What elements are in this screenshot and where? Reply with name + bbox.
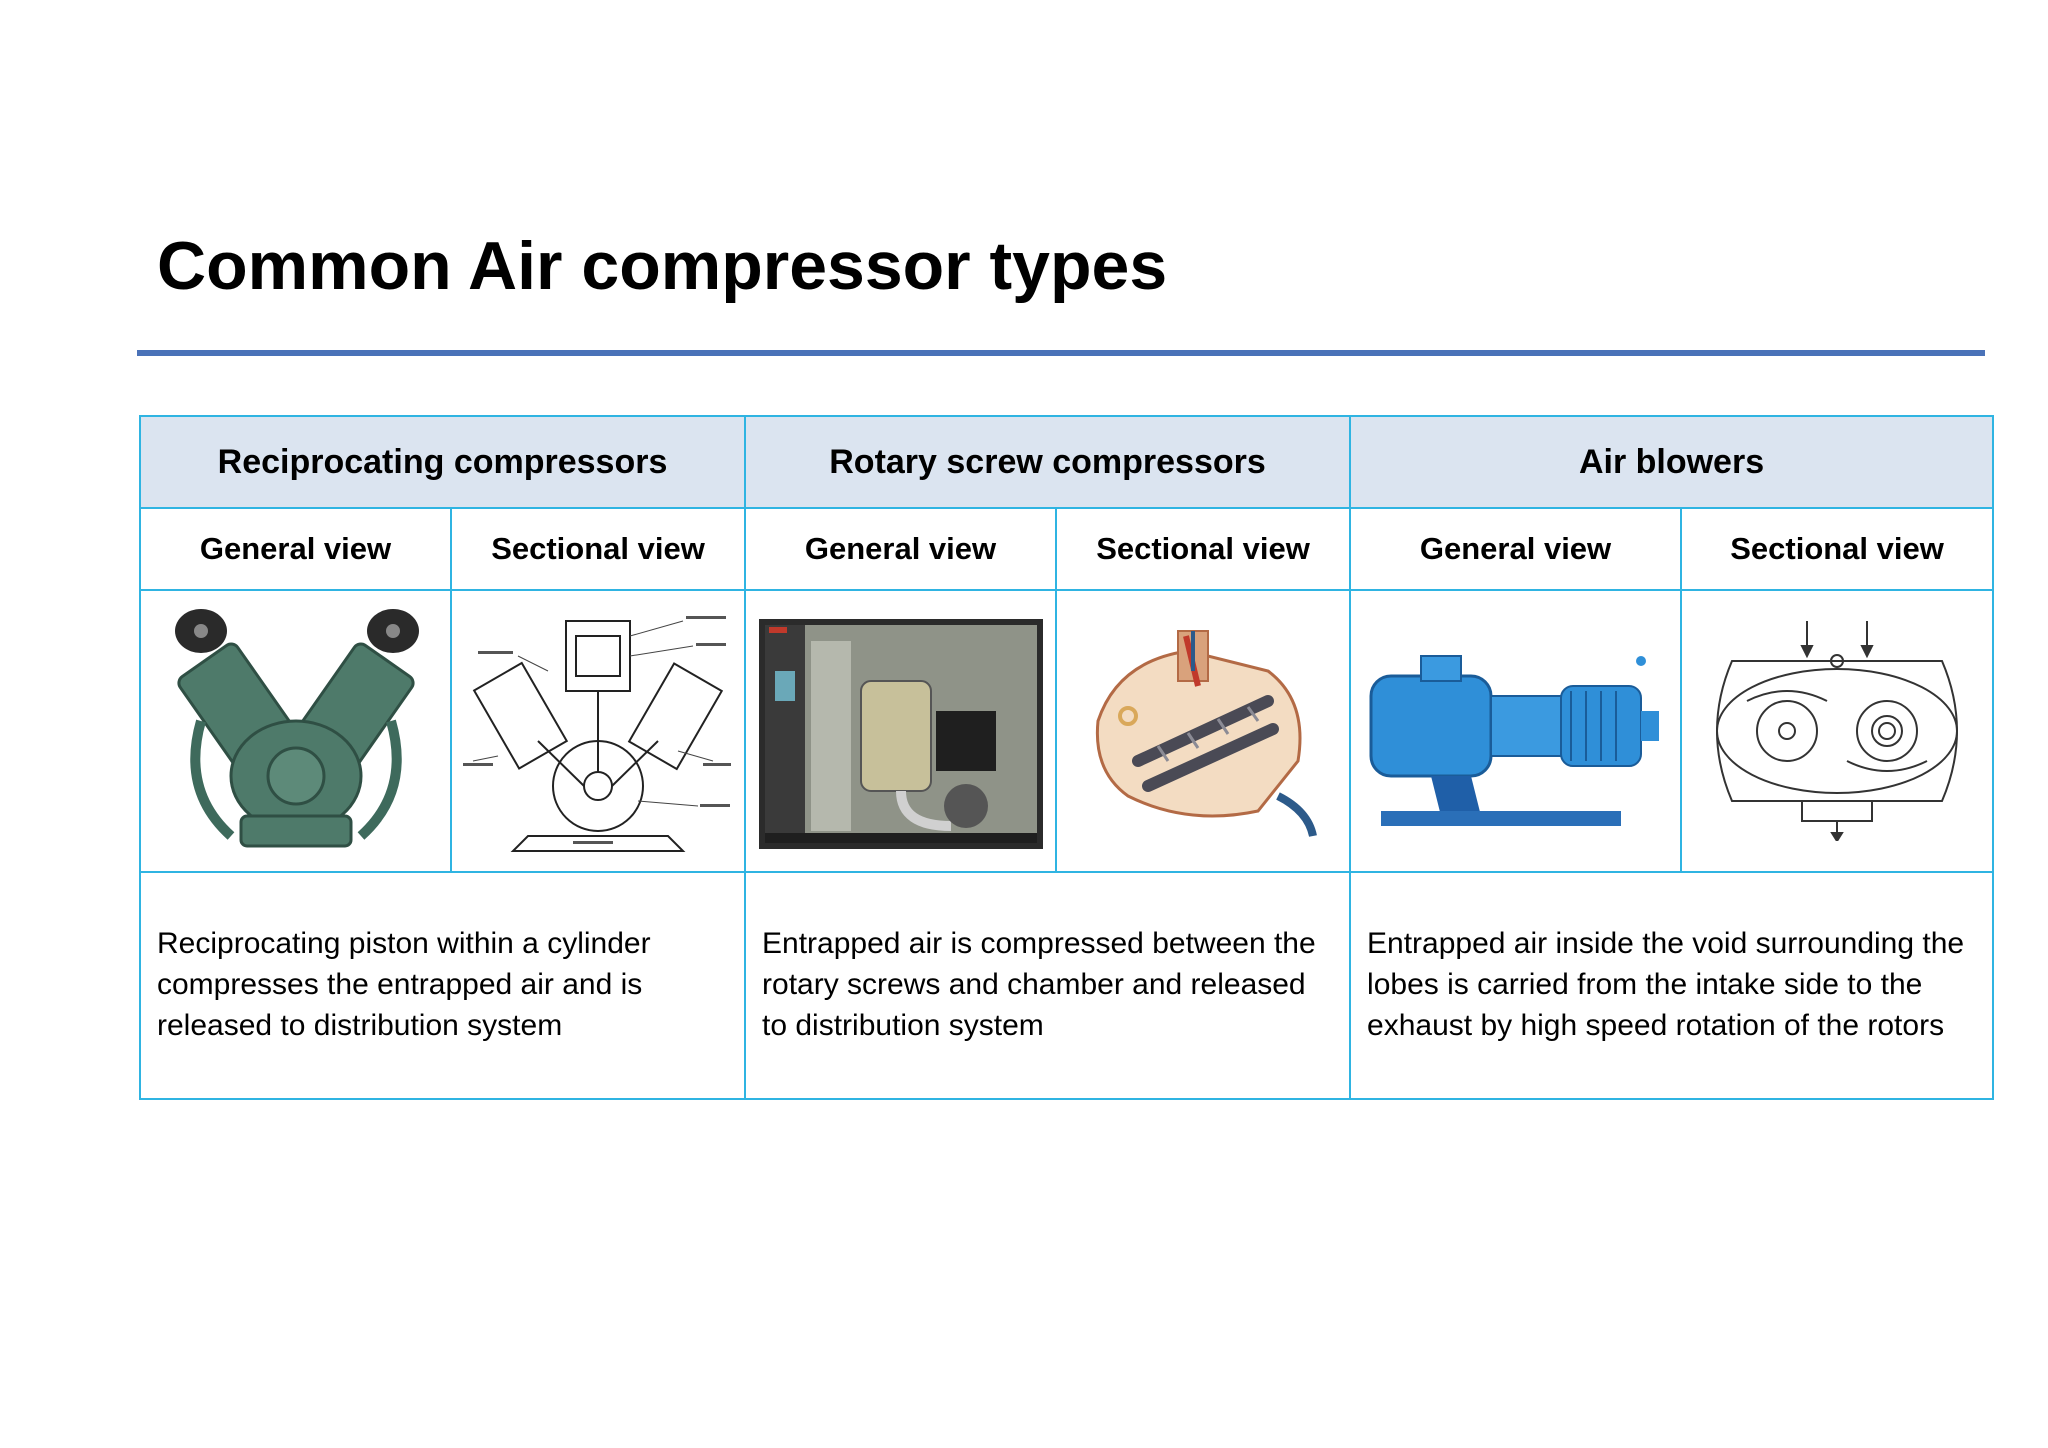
description-reciprocating: Reciprocating piston within a cylinder c… [138, 871, 747, 1100]
air-blower-photo [1360, 616, 1671, 846]
lobe-blower-section-drawing [1692, 621, 1983, 841]
reciprocating-general-image-cell [139, 589, 452, 873]
rotary-screw-cutaway-illustration [1068, 611, 1339, 851]
view-label-sectional: Sectional view [449, 507, 747, 591]
view-label-general: General view [1349, 507, 1683, 591]
air-blower-general-image-cell [1349, 589, 1683, 873]
reciprocating-compressor-photo [160, 601, 431, 861]
reciprocating-sectional-image-cell [449, 589, 747, 873]
reciprocating-compressor-section-drawing [458, 601, 738, 861]
rotary-screw-sectional-image-cell [1055, 589, 1352, 873]
description-air-blowers: Entrapped air inside the void surroundin… [1349, 871, 1995, 1100]
category-header-reciprocating: Reciprocating compressors [138, 415, 747, 509]
view-label-sectional: Sectional view [1680, 507, 1995, 591]
compressor-table: Reciprocating compressors Rotary screw c… [138, 415, 1995, 1100]
category-header-air-blowers: Air blowers [1349, 415, 1995, 509]
description-rotary-screw: Entrapped air is compressed between the … [744, 871, 1352, 1100]
description-text: Entrapped air inside the void surroundin… [1367, 927, 1965, 1042]
view-label-general: General view [139, 507, 452, 591]
description-text: Entrapped air is compressed between the … [762, 927, 1316, 1042]
view-label-sectional: Sectional view [1055, 507, 1352, 591]
description-text: Reciprocating piston within a cylinder c… [157, 927, 651, 1042]
view-label-general: General view [744, 507, 1058, 591]
rotary-screw-general-image-cell [744, 589, 1058, 873]
rotary-screw-compressor-cabinet-photo [750, 601, 1051, 861]
category-header-rotary-screw: Rotary screw compressors [744, 415, 1352, 509]
air-blower-sectional-image-cell [1680, 589, 1995, 873]
page-title: Common Air compressor types [157, 228, 1168, 304]
title-underline [137, 350, 1985, 356]
